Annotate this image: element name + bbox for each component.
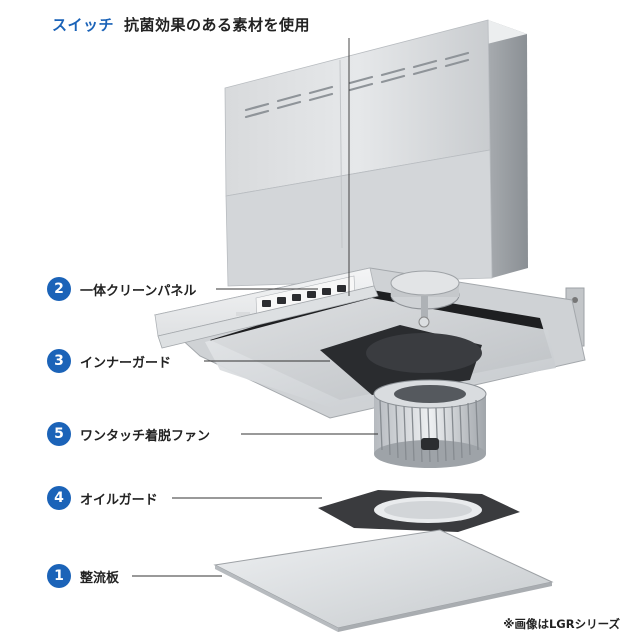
callout-baffle-plate: 1 整流板 — [47, 563, 119, 589]
panel-button[interactable] — [262, 300, 271, 307]
callout-fan: 5 ワンタッチ着脱ファン — [47, 421, 210, 447]
sirocco-fan — [373, 379, 487, 468]
callout-label: 整流板 — [80, 570, 120, 586]
callout-label: ワンタッチ着脱ファン — [80, 428, 211, 444]
panel-button[interactable] — [307, 291, 316, 298]
switch-description: 抗菌効果のある素材を使用 — [124, 16, 311, 34]
callout-number-badge: 3 — [47, 349, 71, 373]
callout-number-badge: 2 — [47, 277, 71, 301]
switch-label: スイッチ — [52, 16, 115, 34]
callout-inner-guard: 3 インナーガード — [47, 348, 171, 374]
panel-button[interactable] — [322, 288, 331, 295]
panel-button[interactable] — [337, 285, 346, 292]
duct-front-lower — [225, 149, 493, 287]
vent-slots — [244, 51, 470, 119]
leader-lines — [132, 38, 378, 577]
callout-number-badge: 1 — [47, 564, 71, 588]
panel-button[interactable] — [292, 294, 301, 301]
switch-callout: スイッチ抗菌効果のある素材を使用 — [52, 14, 310, 35]
footnote: ※画像はLGRシリーズ — [503, 617, 620, 631]
callout-clean-panel: 2 一体クリーンパネル — [47, 276, 196, 302]
oil-guard — [318, 490, 520, 532]
callout-oil-guard: 4 オイルガード — [47, 485, 158, 511]
baffle-plate — [213, 529, 554, 632]
panel-logo — [236, 312, 250, 316]
callout-label: インナーガード — [80, 355, 172, 371]
callout-label: 一体クリーンパネル — [80, 283, 197, 299]
panel-button[interactable] — [277, 297, 286, 304]
duct-side — [488, 20, 528, 278]
callout-number-badge: 4 — [47, 486, 71, 510]
callout-number-badge: 5 — [47, 422, 71, 446]
callout-label: オイルガード — [80, 492, 158, 508]
